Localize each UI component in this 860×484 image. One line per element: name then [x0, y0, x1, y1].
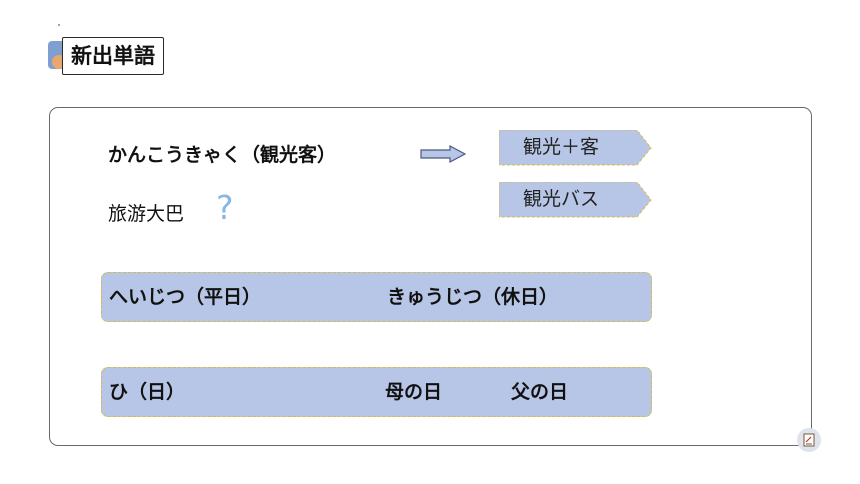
band-word-hi: ひ（日） [109, 381, 186, 403]
chinese-equivalent: 旅游大巴 [108, 203, 185, 225]
tag-label: 観光＋客 [523, 136, 600, 158]
word-band-hi: ひ（日） 母の日 父の日 [101, 367, 652, 417]
tag-kanko-basu: 観光バス [499, 182, 652, 218]
question-mark: ? [216, 188, 234, 227]
tag-label: 観光バス [523, 188, 600, 210]
vocab-word: かんこうきゃく（観光客） [108, 144, 337, 166]
tag-shape [499, 182, 652, 218]
decorative-dot [58, 24, 60, 26]
note-icon-glyph [803, 433, 815, 447]
section-title: 新出単語 [62, 37, 164, 75]
band-word-haha-no-hi: 母の日 [385, 381, 443, 403]
right-arrow-icon [420, 145, 466, 163]
word-band-heijitsu: へいじつ（平日） きゅうじつ（休日） [101, 272, 652, 322]
tag-shape [499, 130, 652, 166]
band-word-heijitsu: へいじつ（平日） [109, 286, 262, 308]
band-word-kyujitsu: きゅうじつ（休日） [387, 286, 559, 308]
note-icon[interactable] [797, 428, 821, 452]
band-word-chichi-no-hi: 父の日 [511, 381, 569, 403]
tag-kanko-kyaku: 観光＋客 [499, 130, 652, 166]
